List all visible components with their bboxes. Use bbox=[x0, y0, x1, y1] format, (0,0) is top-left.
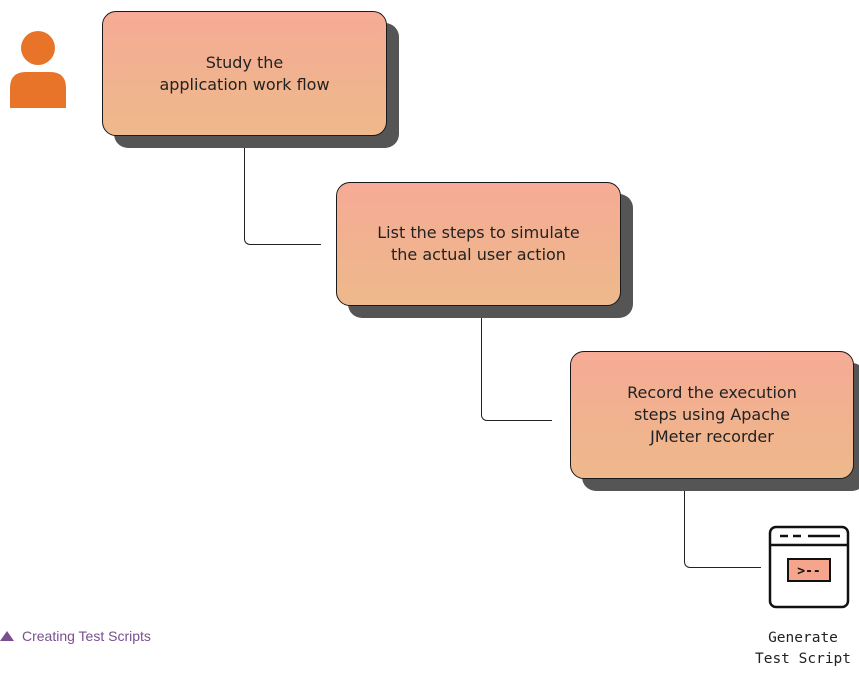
step-text: Record the execution steps using Apache … bbox=[627, 383, 797, 446]
prompt-glyph: >-- bbox=[797, 564, 820, 579]
connector-2-3 bbox=[481, 304, 552, 421]
connector-1-2 bbox=[244, 136, 321, 245]
triangle-icon bbox=[0, 631, 14, 641]
output-label: Generate Test Script bbox=[754, 630, 852, 667]
step-record-execution: Record the execution steps using Apache … bbox=[570, 351, 859, 491]
connector-3-output bbox=[684, 478, 761, 568]
step-study-workflow: Study the application work flow bbox=[102, 11, 399, 148]
step-box: Study the application work flow bbox=[102, 11, 387, 136]
terminal-window-icon: >-- bbox=[768, 525, 850, 609]
caption-text: Creating Test Scripts bbox=[22, 628, 151, 644]
step-list-steps: List the steps to simulate the actual us… bbox=[336, 182, 633, 318]
step-box: Record the execution steps using Apache … bbox=[570, 351, 854, 479]
user-icon bbox=[10, 31, 66, 108]
step-text: Study the application work flow bbox=[159, 52, 330, 94]
step-text: List the steps to simulate the actual us… bbox=[377, 223, 580, 264]
step-box: List the steps to simulate the actual us… bbox=[336, 182, 621, 306]
figure-caption: Creating Test Scripts bbox=[0, 628, 151, 644]
